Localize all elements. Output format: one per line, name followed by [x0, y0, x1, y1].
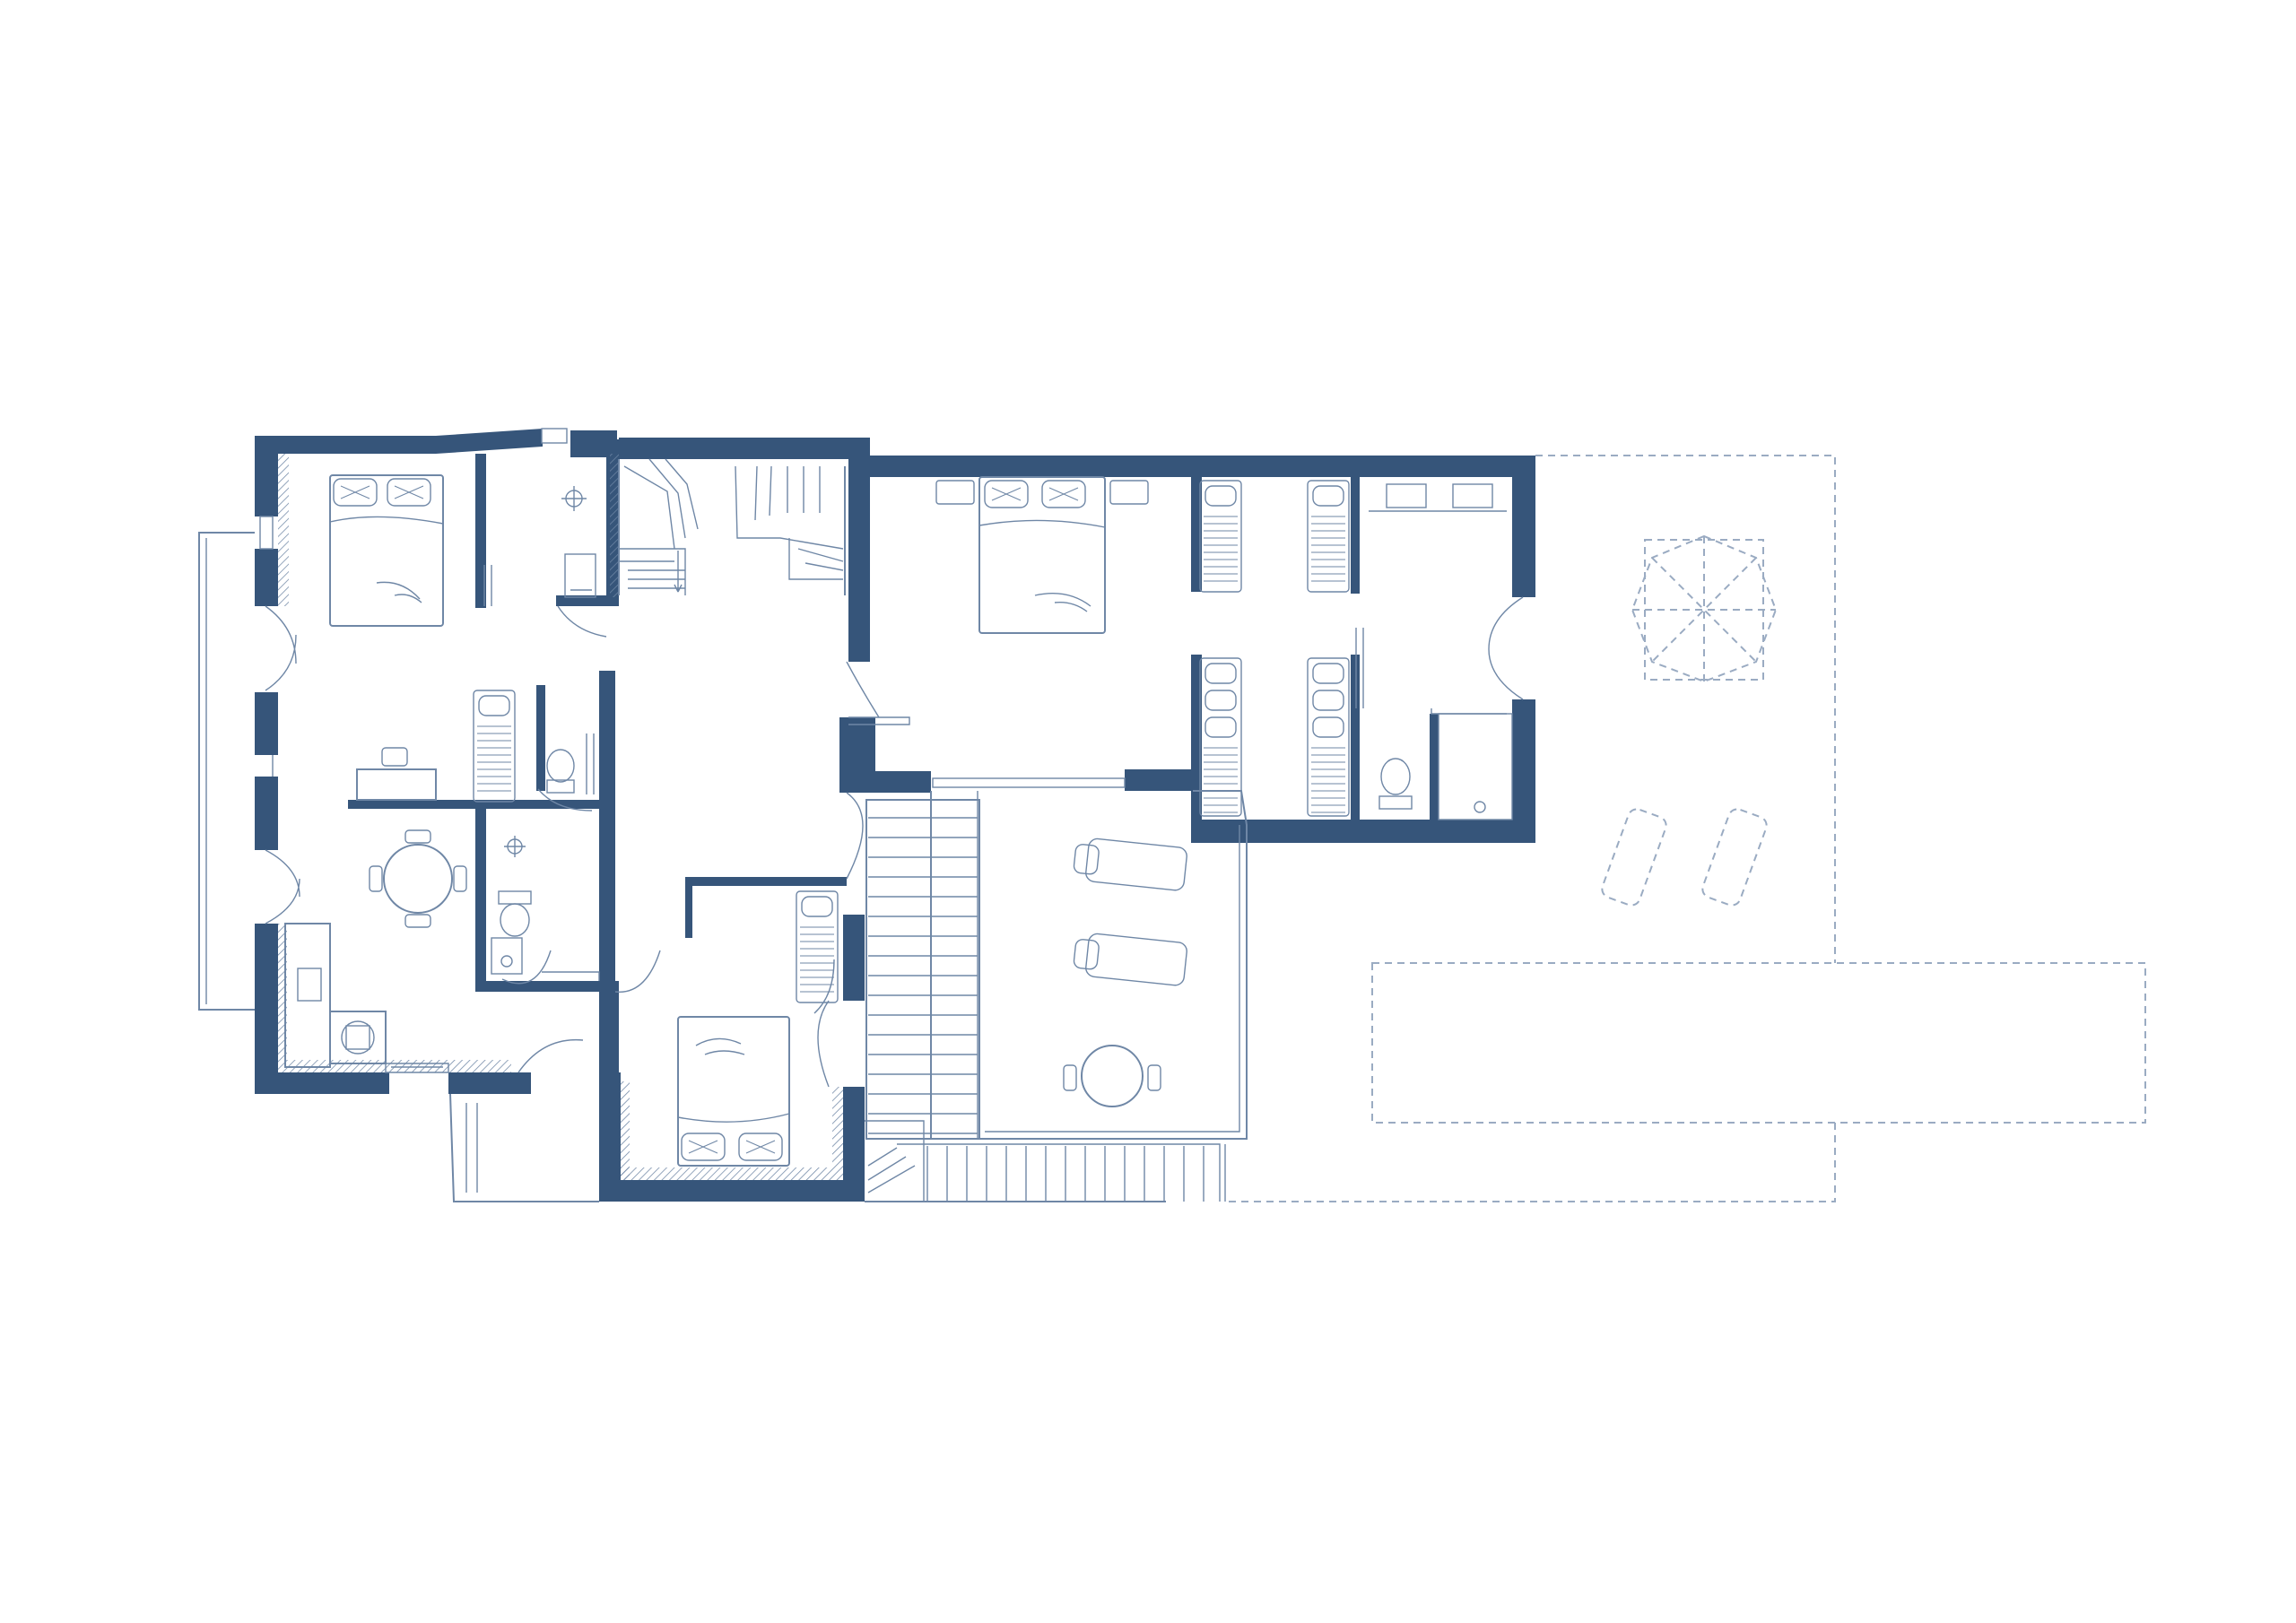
- wall-west-lower: [255, 777, 278, 850]
- walls: [255, 429, 1535, 1202]
- furniture: [356, 534, 1778, 1107]
- terrace-stair-icon: [865, 799, 980, 1140]
- door-swing-icon: [265, 605, 297, 691]
- interior-lines: [198, 455, 2146, 1202]
- parasol-icon: [1631, 534, 1778, 683]
- double-bed-room-north: [935, 476, 1149, 634]
- bed-icon: [677, 1016, 790, 1167]
- wall-south-right: [1191, 820, 1535, 843]
- terrace-outline: [930, 790, 1248, 1140]
- wall-bed3-east: [843, 1087, 865, 1202]
- door-swing-icon: [817, 1000, 830, 1088]
- wall-north-left: [255, 429, 543, 454]
- double-bed-room1: [329, 474, 444, 627]
- toilet-icon: [1378, 758, 1413, 810]
- desk-icon: [356, 747, 437, 801]
- bed-icon: [329, 474, 444, 627]
- bunk-bed-icon: [473, 690, 516, 803]
- wall-west-upper: [255, 549, 278, 606]
- wall-north-stair: [619, 438, 870, 459]
- door-swing-icon: [517, 1038, 584, 1073]
- shower-icon: [1438, 713, 1513, 820]
- wall-central-south: [839, 771, 931, 793]
- west-balcony: [198, 532, 255, 1011]
- pool-outline: [1371, 962, 2146, 1124]
- toilet-icon: [546, 749, 575, 794]
- bunk-bed-icon: [1307, 480, 1350, 593]
- wall-bed3-nw: [685, 877, 692, 938]
- doors: [265, 596, 1524, 1088]
- bunk-bed-icon: [1199, 657, 1242, 817]
- wall-east-top: [1512, 456, 1535, 597]
- wall-south-left: [255, 1072, 389, 1094]
- wall-dorm-bath-divider: [1351, 477, 1360, 594]
- wall-east-bottom: [1512, 699, 1535, 843]
- wall-bed3-east-top: [843, 915, 865, 1001]
- door-swing-icon: [557, 605, 607, 638]
- wall-toilet1-west: [536, 685, 545, 791]
- bunk-bed-icon: [1307, 657, 1350, 817]
- insulation-hatch: [278, 454, 843, 1180]
- sink-icon: [491, 937, 523, 975]
- wall-terrace-north: [1125, 769, 1193, 791]
- wall-bed3-north: [689, 877, 847, 886]
- kitchen-sink-icon: [297, 968, 322, 1002]
- wall-west-mid: [255, 692, 278, 755]
- wall-dorm-b-west: [1191, 655, 1202, 843]
- wall-dorm-toilet-divider: [1351, 655, 1360, 825]
- wall-bath2-south: [475, 981, 601, 992]
- wall-bedroom1-east: [475, 454, 486, 608]
- wall-south-mid: [448, 1072, 531, 1094]
- toilet-icon: [498, 890, 532, 937]
- sink-icon: [1369, 483, 1507, 512]
- sink-icon: [504, 836, 526, 857]
- wall-west-top: [255, 436, 278, 516]
- table-icon: [369, 829, 467, 928]
- bed-icon: [978, 476, 1106, 634]
- wall-north-right: [866, 456, 1535, 477]
- kitchen-corner-unit: [329, 1011, 387, 1064]
- entry-steps: [449, 1093, 599, 1202]
- sun-lounger-icon: [1072, 836, 1188, 892]
- double-bed-room3: [677, 1016, 790, 1167]
- door-swing-icon: [846, 661, 880, 718]
- window-openings: [255, 428, 1126, 791]
- bunk-beds: [473, 480, 1350, 1003]
- bunk-bed-icon: [1199, 480, 1242, 593]
- sink-icon: [561, 486, 587, 511]
- kitchen-counter: [284, 923, 331, 1068]
- lower-stair-icon: [865, 1120, 1221, 1202]
- main-stair-icon: [618, 458, 846, 595]
- door-swing-icon: [265, 849, 300, 924]
- wall-core-east: [599, 671, 615, 985]
- door-swing-icon: [846, 792, 864, 880]
- wall-bed3-south: [599, 1180, 865, 1202]
- door-swing-icon: [501, 950, 552, 985]
- door-swing-icon: [1488, 596, 1524, 700]
- bathroom-fixtures: [491, 483, 1513, 975]
- sun-lounger-icon: [1072, 931, 1188, 987]
- sun-lounger-icon: [1601, 808, 1768, 907]
- wall-west-bottom: [255, 924, 278, 1094]
- wall-shower-divider: [1430, 714, 1439, 821]
- wall-bath2-west: [475, 800, 486, 988]
- wall-bed3-west: [599, 1072, 621, 1200]
- table-icon: [1063, 1045, 1161, 1107]
- door-swing-icon: [614, 950, 661, 993]
- shower-icon: [564, 553, 596, 598]
- garden-outline: [1535, 455, 1836, 963]
- wall-dorm-a-west: [1191, 477, 1202, 592]
- bunk-bed-icon: [796, 890, 839, 1003]
- wall-bath1-south: [556, 595, 619, 606]
- door-swing-icon: [537, 788, 593, 812]
- wall-bed3-west-top: [599, 981, 619, 1085]
